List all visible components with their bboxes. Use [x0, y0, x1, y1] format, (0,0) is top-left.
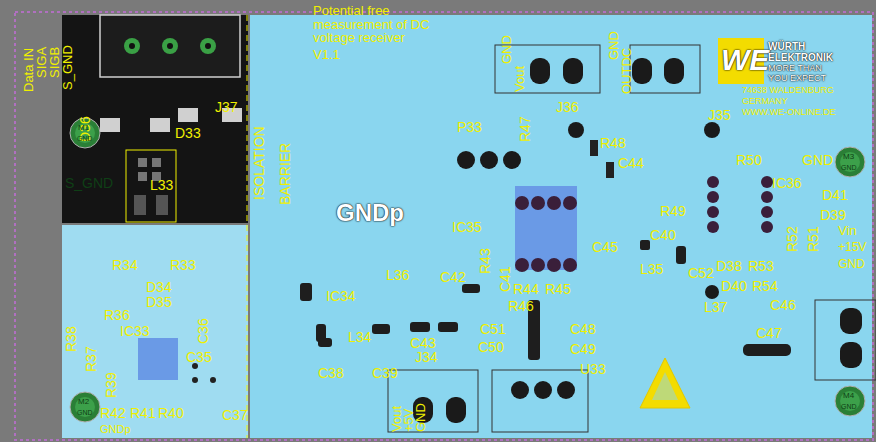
silkscreen-label: IC35 — [452, 220, 482, 235]
silkscreen-label: GNDp — [100, 424, 131, 436]
silkscreen-label: L36 — [386, 268, 409, 283]
silkscreen-label: R52 — [785, 226, 800, 252]
silkscreen-label: GND — [841, 164, 857, 171]
silkscreen-label: R50 — [736, 153, 762, 168]
silkscreen-label: C46 — [770, 298, 796, 313]
silkscreen-label: WWW.WE-ONLINE.DE — [742, 108, 836, 117]
silkscreen-label: ISOLATION — [252, 126, 267, 200]
silkscreen-label: D39 — [820, 208, 846, 223]
silkscreen-label: SIGA — [35, 47, 49, 78]
silkscreen-label: GND — [500, 35, 514, 64]
silkscreen-label: J35 — [708, 108, 731, 123]
silkscreen-label: IC34 — [326, 289, 356, 304]
silkscreen-label: R45 — [545, 282, 571, 297]
silkscreen-label: L33 — [150, 178, 173, 193]
silkscreen-label: R40 — [158, 406, 184, 421]
silkscreen-label: C39 — [372, 366, 398, 381]
silkscreen-label: C35 — [186, 350, 212, 365]
silkscreen-label: WE — [721, 44, 769, 76]
silkscreen-label: GNDp — [336, 200, 404, 225]
silkscreen-label: GND — [77, 135, 93, 142]
silkscreen-label: M1 — [78, 124, 89, 132]
silkscreen-label: R39 — [104, 372, 119, 398]
silkscreen-label: C40 — [650, 228, 676, 243]
silkscreen-label: P33 — [457, 120, 482, 135]
silkscreen-label: R48 — [600, 136, 626, 151]
silkscreen-label: IC33 — [120, 324, 150, 339]
silkscreen-label: M2 — [78, 398, 89, 406]
silkscreen-label: C50 — [478, 340, 504, 355]
silkscreen-label: R42 — [100, 406, 126, 421]
silkscreen-label: SIGB — [48, 47, 62, 78]
silkscreen-label: J37 — [215, 100, 238, 115]
silkscreen-label: YOU EXPECT — [768, 74, 826, 83]
silkscreen-label: C51 — [480, 322, 506, 337]
silkscreen-label: D41 — [822, 188, 848, 203]
silkscreen-label: +15V — [838, 241, 866, 254]
silkscreen-label: OUTDC — [620, 48, 634, 94]
silkscreen-label: MORE THAN — [768, 64, 822, 73]
silkscreen-label: Vin — [838, 224, 857, 238]
silkscreen-label: C43 — [410, 336, 436, 351]
silkscreen-label: R49 — [660, 204, 686, 219]
silkscreen-label: L37 — [704, 300, 727, 315]
silkscreen-label: C47 — [756, 326, 782, 341]
silkscreen-label: L34 — [348, 330, 371, 345]
silkscreen-label: J34 — [415, 350, 438, 365]
silkscreen-label: R53 — [748, 259, 774, 274]
silkscreen-label: R41 — [130, 406, 156, 421]
silkscreen-label: GND — [77, 409, 93, 416]
silkscreen-label: C49 — [570, 342, 596, 357]
silkscreen-label: Vout — [513, 66, 527, 92]
silkscreen-label: GND — [607, 31, 621, 60]
silkscreen-label: R47 — [518, 116, 533, 142]
silkscreen-label: C37 — [222, 408, 248, 423]
silkscreen-label: GND — [802, 153, 833, 168]
silkscreen-label: GND — [414, 403, 428, 432]
silkscreen-label: R44 — [513, 282, 539, 297]
silkscreen-label: C45 — [592, 240, 618, 255]
silkscreen-label: R36 — [104, 308, 130, 323]
silkscreen-label: D38 — [716, 259, 742, 274]
silkscreen-label: U33 — [580, 362, 606, 377]
silkscreen-label: IC36 — [772, 176, 802, 191]
silkscreen-label: R33 — [170, 258, 196, 273]
silkscreen-label: D35 — [146, 295, 172, 310]
silkscreen-label: D40 — [721, 279, 747, 294]
silkscreen-label: M4 — [843, 392, 854, 400]
silkscreen-label: Potential free measurement of DC voltage… — [313, 4, 453, 45]
silkscreen-label: J36 — [556, 100, 579, 115]
silkscreen-label: WÜRTH — [768, 42, 805, 53]
silkscreen-label: D33 — [175, 126, 201, 141]
silkscreen-label: R51 — [806, 226, 821, 252]
silkscreen-label: S_GND — [61, 45, 75, 90]
silkscreen-label: Data IN — [22, 48, 36, 92]
silkscreen-label: C41 — [498, 266, 513, 292]
silkscreen-label: BARRIER — [278, 143, 293, 205]
silkscreen-label: R46 — [508, 299, 534, 314]
silkscreen-label: V1.1 — [313, 48, 340, 62]
silkscreen-label: C38 — [318, 366, 344, 381]
silkscreen-label: GND — [841, 403, 857, 410]
silkscreen-label: S_GND — [65, 176, 113, 191]
silkscreen-label: C44 — [618, 156, 644, 171]
silkscreen-label: ELEKTRONIK — [768, 53, 833, 64]
silkscreen-label: GERMANY — [742, 97, 788, 106]
silkscreen-label: R34 — [112, 258, 138, 273]
silkscreen-label: R54 — [752, 279, 778, 294]
silkscreen-label: C42 — [440, 270, 466, 285]
silkscreen-label: C48 — [570, 322, 596, 337]
silkscreen-label: D34 — [146, 280, 172, 295]
silkscreen-label: R38 — [64, 326, 79, 352]
silkscreen-label: 74638 WALDENBURG — [742, 86, 834, 95]
silkscreen-label: M3 — [843, 153, 854, 161]
silkscreen-label: R37 — [84, 346, 99, 372]
silkscreen-label: R43 — [478, 248, 493, 274]
silkscreen-label: L35 — [640, 262, 663, 277]
silkscreen-label: GND — [838, 258, 865, 271]
silkscreen-label: C36 — [196, 318, 211, 344]
silkscreen-label: C52 — [688, 266, 714, 281]
